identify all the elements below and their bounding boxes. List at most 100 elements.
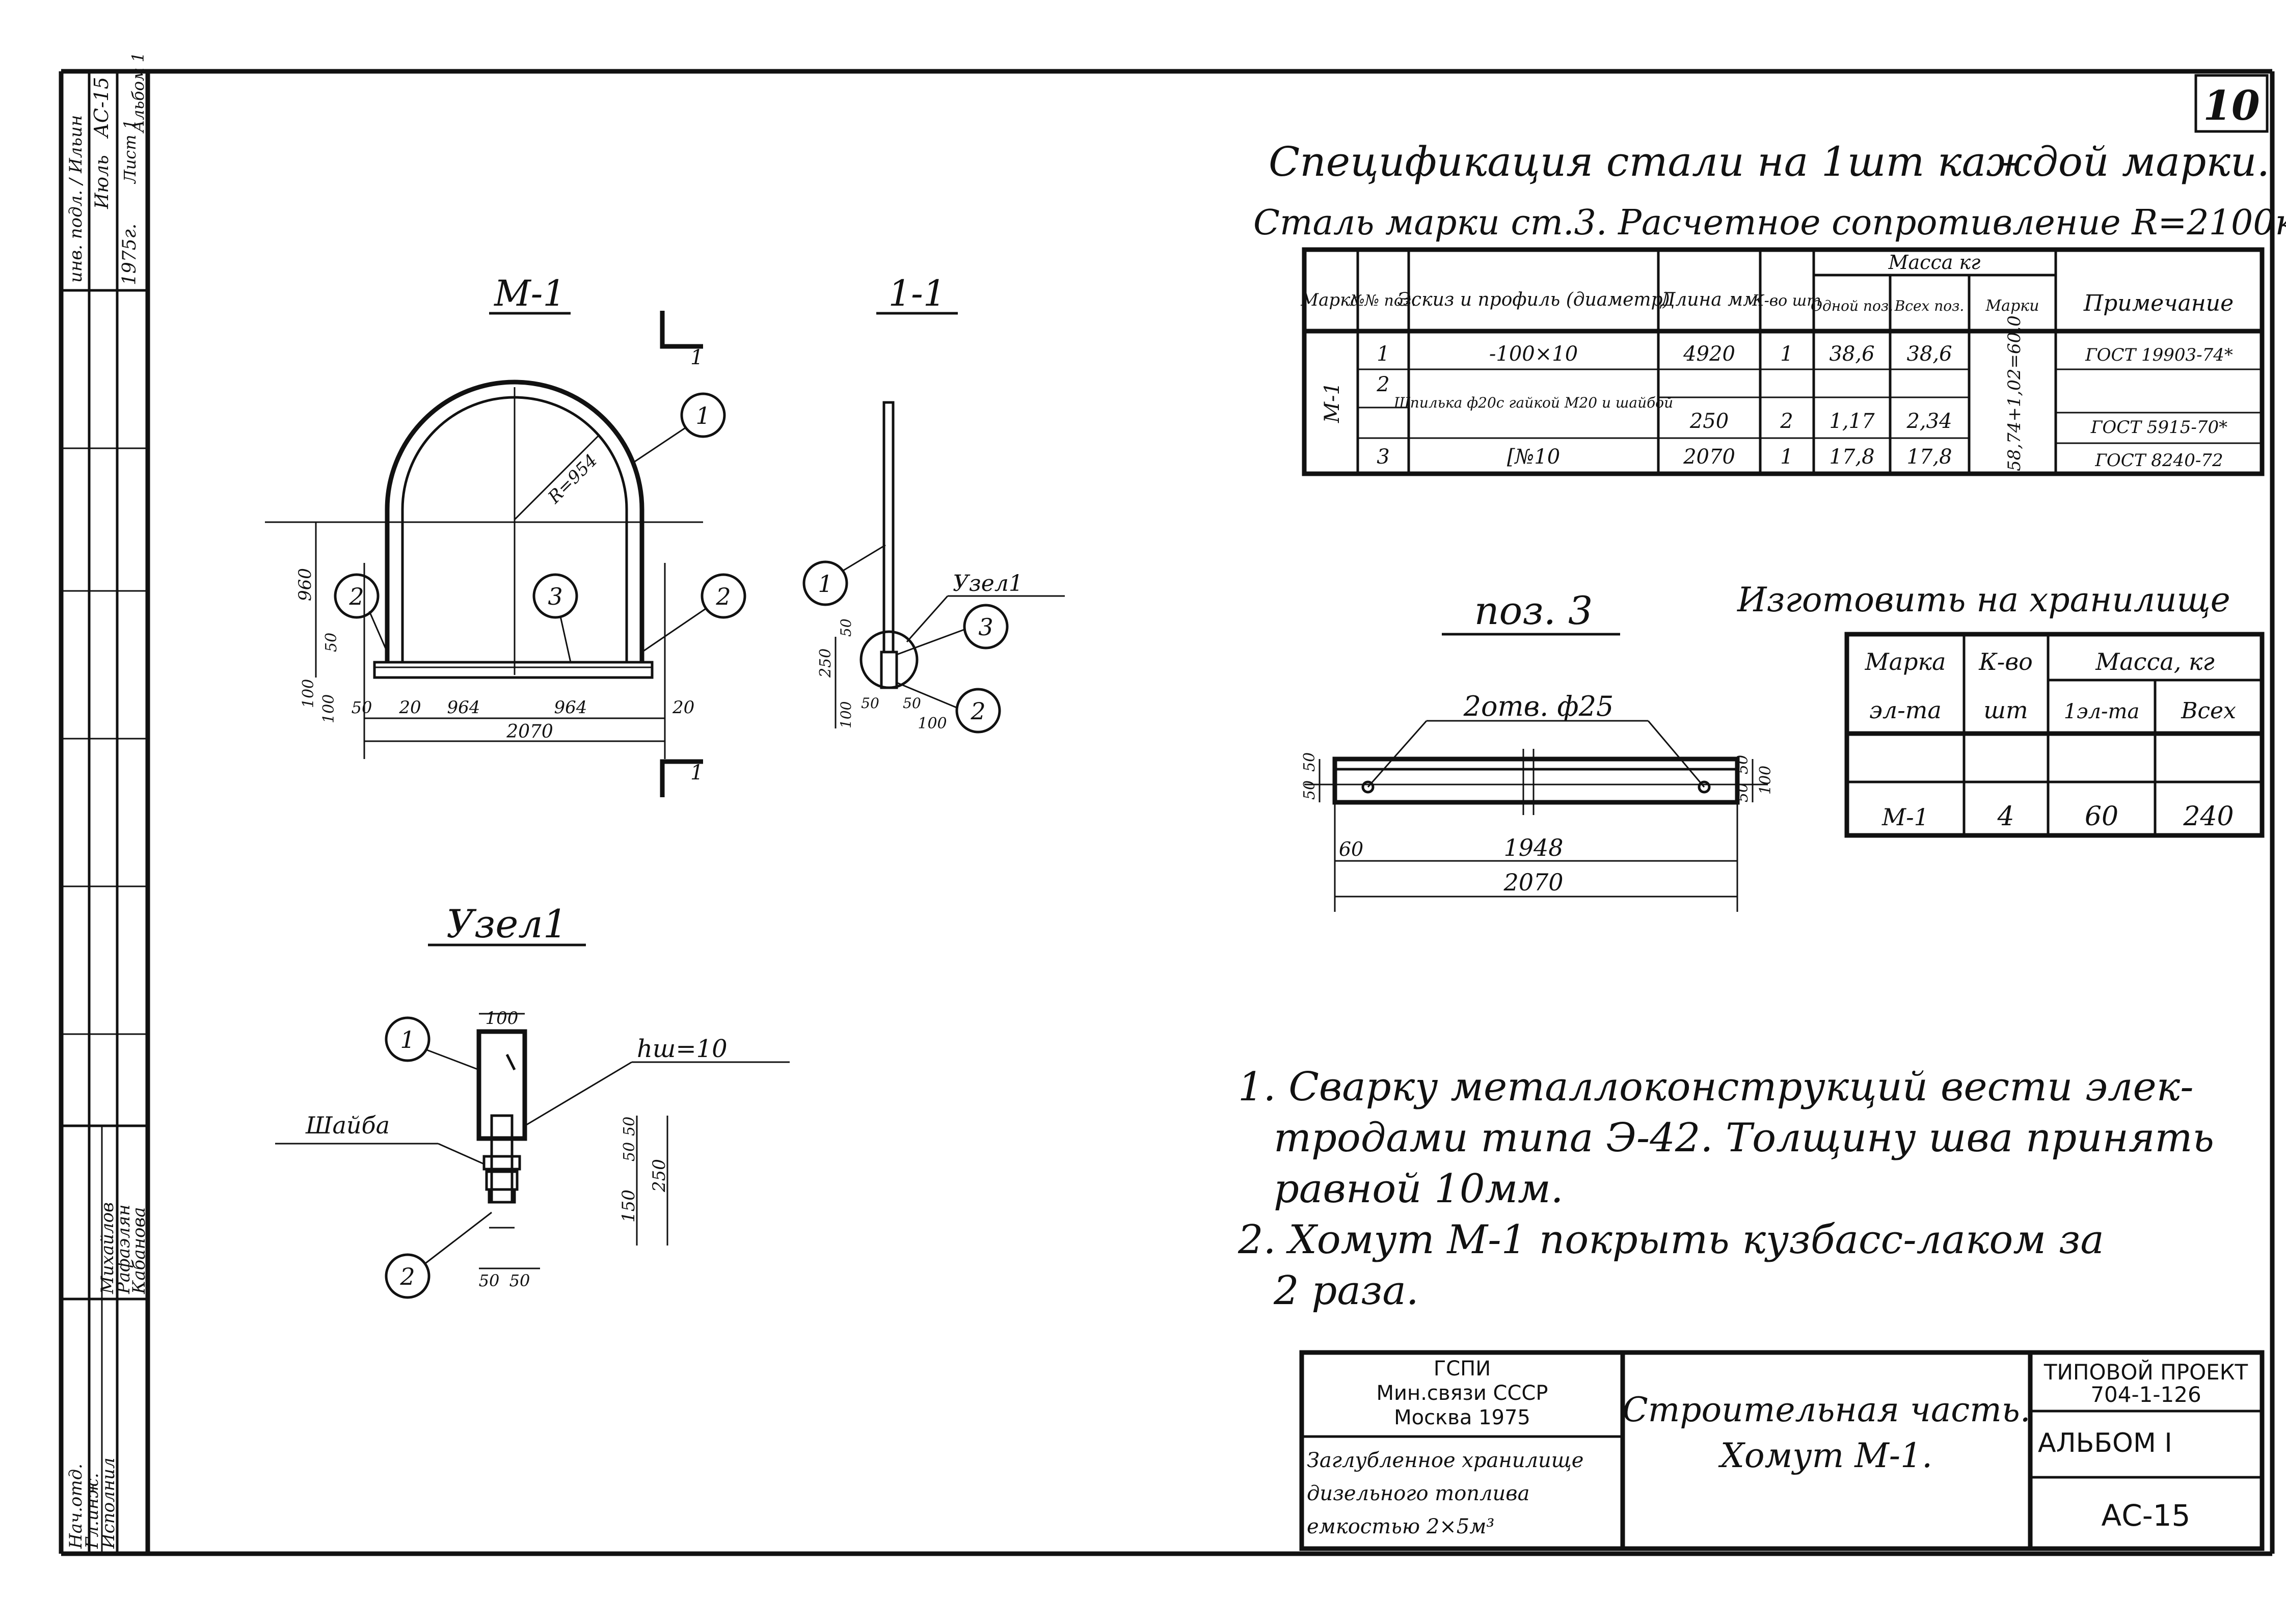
dim-50: 50 bbox=[621, 1117, 638, 1136]
dim-50: 50 bbox=[838, 618, 854, 637]
strip-label: Михайлов bbox=[97, 1202, 118, 1294]
storage-header-qty: К-во bbox=[1978, 648, 2033, 675]
spec-header-mark: Марка bbox=[1300, 290, 1360, 310]
spec-row-one: 17,8 bbox=[1829, 445, 1874, 469]
strip-label: Кабанова bbox=[129, 1207, 149, 1294]
spec-row-qty: 2 bbox=[1780, 410, 1793, 433]
dim-100: 100 bbox=[918, 715, 947, 733]
spec-header-length: Длина мм bbox=[1659, 289, 1758, 310]
spec-header-qty: К-во шт bbox=[1752, 292, 1821, 310]
spec-row-length: 2070 bbox=[1683, 445, 1735, 469]
dim-100: 100 bbox=[486, 1008, 519, 1028]
dim-250: 250 bbox=[817, 648, 835, 678]
strip-label: Исполнил bbox=[98, 1457, 119, 1549]
dim-100: 100 bbox=[300, 679, 317, 708]
spec-row-qty: 1 bbox=[1780, 342, 1793, 366]
dim-50: 50 bbox=[1734, 755, 1752, 774]
title-block: ГСПИ Мин.связи СССР Москва 1975 Заглубле… bbox=[1299, 1350, 2265, 1551]
storage-title: Изготовить на хранилище bbox=[1737, 580, 2230, 619]
storage-header-mass-all: Всех bbox=[2181, 698, 2236, 724]
storage-header-mark: Марка bbox=[1865, 648, 1946, 675]
strip-label: АС-15 bbox=[90, 77, 113, 139]
callout-1: 1 bbox=[818, 570, 832, 598]
dim-964: 964 bbox=[554, 697, 587, 718]
callout-2: 2 bbox=[348, 583, 364, 610]
holes-label: 2отв. ф25 bbox=[1463, 690, 1614, 722]
section-title: 1-1 bbox=[889, 273, 946, 314]
spec-row-note: ГОСТ 8240-72 bbox=[2094, 450, 2223, 471]
project-desc: Заглубленное хранилище bbox=[1307, 1449, 1583, 1472]
spec-row-all: 38,6 bbox=[1906, 342, 1952, 366]
spec-row-one: 38,6 bbox=[1829, 342, 1874, 366]
spec-row-qty: 1 bbox=[1780, 445, 1793, 469]
spec-row-profile: [№10 bbox=[1507, 445, 1560, 469]
strip-label: инв. подл. / Ильин bbox=[66, 115, 86, 283]
dim-50: 50 bbox=[322, 633, 340, 652]
storage-row-one: 60 bbox=[2085, 801, 2118, 832]
note-2: 2. Хомут М-1 покрыть кузбасс-лаком за bbox=[1238, 1217, 2104, 1263]
org-line-3: Москва 1975 bbox=[1394, 1406, 1530, 1429]
spec-row-all: 17,8 bbox=[1906, 445, 1952, 469]
sheet-number: 10 bbox=[2203, 82, 2260, 129]
spec-header-mass-all: Всех поз. bbox=[1894, 297, 1965, 314]
spec-row-profile: Шпилька ф20с гайкой М20 и шайбой bbox=[1393, 394, 1673, 411]
strip-label: Июль bbox=[92, 155, 113, 209]
callout-2: 2 bbox=[970, 697, 985, 725]
washer-label: Шайба bbox=[305, 1112, 390, 1139]
drawing-name: Хомут М-1. bbox=[1718, 1436, 1932, 1475]
view-node-1: Узел1 100 hш=10 Шайба 1 2 50 50 250 150 … bbox=[275, 901, 790, 1299]
dim-60: 60 bbox=[1339, 838, 1363, 860]
spec-title-line1: Спецификация стали на 1шт каждой марки. bbox=[1269, 138, 2270, 185]
spec-header-mass-mark: Марки bbox=[1985, 297, 2039, 315]
dim-964: 964 bbox=[447, 697, 480, 718]
storage-header-mass-one: 1эл-та bbox=[2064, 700, 2140, 723]
strip-label: 1975г. bbox=[119, 224, 140, 285]
pos3-title: поз. 3 bbox=[1474, 588, 1593, 633]
spec-row-one: 1,17 bbox=[1829, 410, 1875, 433]
note-1-cont: равной 10мм. bbox=[1274, 1166, 1564, 1212]
node-label: Узел1 bbox=[953, 571, 1023, 597]
spec-header-note: Примечание bbox=[2083, 290, 2234, 316]
dim-50: 50 bbox=[621, 1142, 638, 1161]
spec-row-length: 4920 bbox=[1683, 342, 1735, 366]
strip-label: Лист 1 bbox=[120, 119, 140, 184]
org-line-1: ГСПИ bbox=[1434, 1357, 1491, 1381]
dim-250: 250 bbox=[649, 1159, 669, 1193]
view-m1-title: М-1 bbox=[493, 273, 566, 314]
sheet-frame bbox=[61, 69, 2275, 1556]
project-desc: дизельного топлива bbox=[1307, 1482, 1529, 1505]
dim-50: 50 bbox=[861, 695, 879, 712]
drawing-part: Строительная часть. bbox=[1622, 1390, 2031, 1429]
dim-2070: 2070 bbox=[1503, 869, 1563, 896]
dim-50: 50 bbox=[1301, 752, 1319, 772]
project-desc: емкостью 2×5м³ bbox=[1307, 1515, 1494, 1538]
sheet-number-box: 10 bbox=[2194, 74, 2269, 133]
dim-50: 50 bbox=[903, 695, 921, 712]
spec-row-all: 2,34 bbox=[1906, 410, 1952, 433]
strip-label: Нач.отд. bbox=[66, 1464, 86, 1549]
note-1-cont: тродами типа Э-42. Толщину шва принять bbox=[1274, 1115, 2214, 1161]
spec-row-note: ГОСТ 19903-74* bbox=[2085, 345, 2233, 365]
typical-project-label: ТИПОВОЙ ПРОЕКТ bbox=[2043, 1359, 2248, 1385]
callout-2: 2 bbox=[715, 583, 731, 610]
dim-1948: 1948 bbox=[1503, 834, 1563, 861]
spec-title-line2: Сталь марки ст.3. Расчетное сопротивлени… bbox=[1253, 203, 2286, 243]
storage-row-all: 240 bbox=[2183, 801, 2234, 832]
callout-3: 3 bbox=[548, 583, 562, 610]
weld-label: hш=10 bbox=[637, 1035, 728, 1063]
note-2-cont: 2 раза. bbox=[1273, 1268, 1419, 1314]
org-line-2: Мин.связи СССР bbox=[1377, 1382, 1548, 1405]
left-strip: инв. подл. / Ильин Июль 1975г. АС-15 Лис… bbox=[59, 52, 149, 1554]
node-title: Узел1 bbox=[446, 901, 568, 946]
view-section-1-1: 1-1 Узел1 1 3 2 250 50 100 50 50 100 bbox=[802, 273, 1065, 734]
note-1: 1. Сварку металлоконструкций вести элек- bbox=[1238, 1064, 2194, 1110]
storage-row-mark: М-1 bbox=[1881, 803, 1929, 831]
dim-150: 150 bbox=[618, 1189, 639, 1223]
dim-100: 100 bbox=[320, 694, 338, 723]
spec-row-pos: 2 bbox=[1376, 373, 1389, 396]
spec-header-pos: №№ поз. bbox=[1349, 292, 1416, 310]
strip-label: Альбом 1 bbox=[128, 52, 148, 133]
dim-50: 50 bbox=[1301, 780, 1319, 800]
sheet-code: АС-15 bbox=[2102, 1498, 2191, 1533]
dim-20: 20 bbox=[398, 697, 421, 718]
